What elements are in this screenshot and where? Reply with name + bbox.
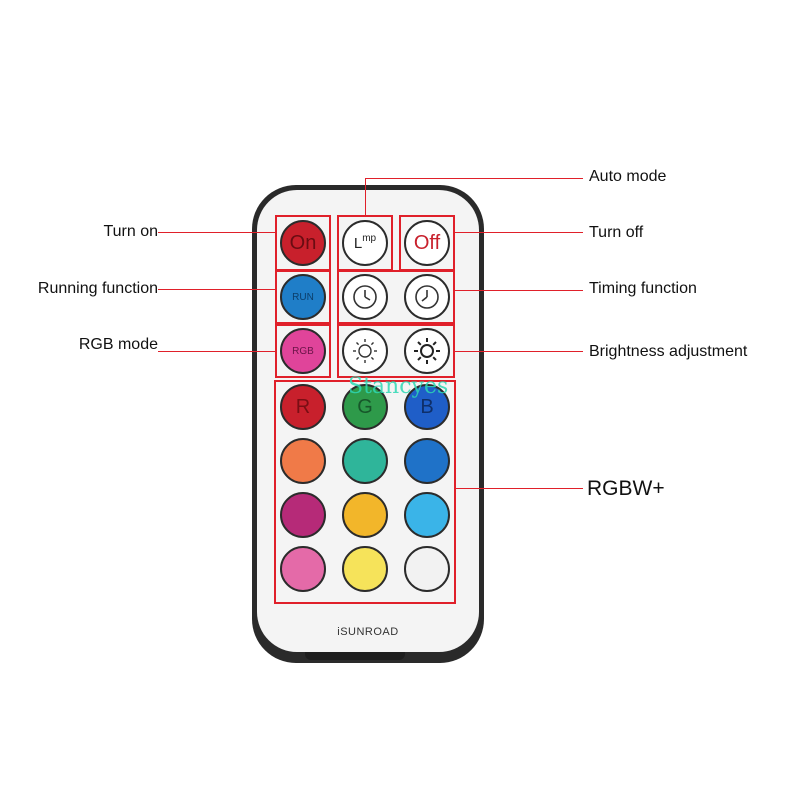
red-button[interactable]: R xyxy=(280,384,326,430)
brightness-up-button[interactable] xyxy=(404,328,450,374)
off-button-label: Off xyxy=(413,231,441,254)
color-button[interactable] xyxy=(404,438,450,484)
sun-bold-icon xyxy=(414,338,440,364)
color-button[interactable] xyxy=(404,492,450,538)
box-run xyxy=(275,270,331,324)
color-button[interactable] xyxy=(342,546,388,592)
color-button[interactable] xyxy=(280,546,326,592)
leader-rgb xyxy=(158,351,275,352)
blue-button-label: B xyxy=(420,395,434,418)
color-button[interactable] xyxy=(342,492,388,538)
brand-label: iSUNROAD xyxy=(337,626,399,638)
box-timing xyxy=(337,270,455,324)
leader-turn-off xyxy=(455,232,583,233)
leader-auto-mode xyxy=(365,178,583,179)
clock-icon xyxy=(415,285,439,309)
green-button-label: G xyxy=(357,395,373,418)
blue-button[interactable]: B xyxy=(404,384,450,430)
rgb-button-label: RGB xyxy=(292,345,314,357)
run-button[interactable]: RUN xyxy=(280,274,326,320)
leader-running xyxy=(158,289,275,290)
callout-turn-on: Turn on xyxy=(103,223,158,240)
callout-running-function: Running function xyxy=(37,280,158,297)
box-brightness xyxy=(337,324,455,378)
run-button-label: RUN xyxy=(292,291,314,303)
green-button[interactable]: G xyxy=(342,384,388,430)
callout-brightness-adjustment: Brightness adjustment xyxy=(589,343,748,360)
on-button-label: On xyxy=(289,231,317,254)
callout-rgbw: RGBW+ xyxy=(587,477,665,500)
box-rgb xyxy=(275,324,331,378)
on-button[interactable]: On xyxy=(280,220,326,266)
watermark: Stancyes xyxy=(348,374,449,399)
color-button[interactable] xyxy=(404,546,450,592)
brightness-down-button[interactable] xyxy=(342,328,388,374)
auto-mode-button[interactable]: L mp xyxy=(342,220,388,266)
color-button[interactable] xyxy=(280,492,326,538)
clock-icon xyxy=(353,285,377,309)
color-button[interactable] xyxy=(342,438,388,484)
off-button[interactable]: Off xyxy=(404,220,450,266)
auto-mode-label: L xyxy=(353,234,363,252)
leader-brightness xyxy=(455,351,583,352)
callout-rgb-mode: RGB mode xyxy=(78,336,158,353)
sun-outline-icon xyxy=(353,339,377,363)
box-on xyxy=(275,215,331,271)
rgb-button[interactable]: RGB xyxy=(280,328,326,374)
timer-button-2[interactable] xyxy=(404,274,450,320)
leader-timing xyxy=(455,290,583,291)
box-rgbw xyxy=(274,380,456,604)
red-button-label: R xyxy=(295,395,311,418)
callout-timing-function: Timing function xyxy=(589,280,697,297)
box-off xyxy=(399,215,455,271)
leader-rgbw xyxy=(456,488,583,489)
callout-turn-off: Turn off xyxy=(589,224,644,241)
auto-mode-sup: mp xyxy=(362,232,377,244)
leader-turn-on xyxy=(158,232,275,233)
leader-auto-vertical xyxy=(365,178,366,215)
color-button[interactable] xyxy=(280,438,326,484)
timer-button-1[interactable] xyxy=(342,274,388,320)
callout-auto-mode: Auto mode xyxy=(589,168,667,185)
box-auto-mode xyxy=(337,215,393,271)
